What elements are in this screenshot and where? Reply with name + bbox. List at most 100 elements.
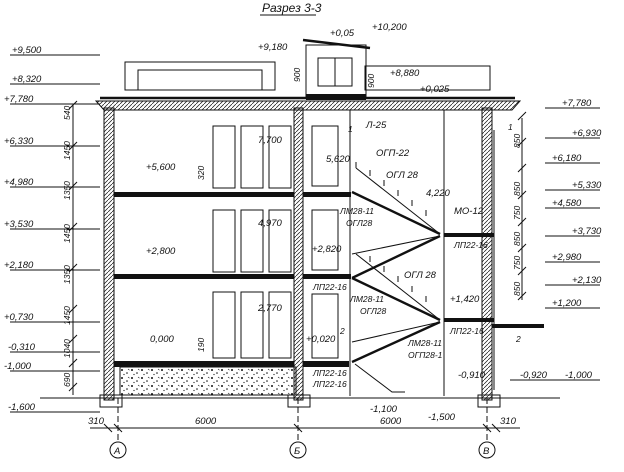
left-mark: +8,320 (12, 74, 42, 85)
left-dim: 690 (62, 373, 72, 387)
left-mark: +7,780 (4, 94, 34, 105)
axis-label-b: Б (294, 446, 300, 457)
bottom-dim: 6000 (195, 416, 217, 427)
inner-mark: 4,220 (426, 188, 450, 199)
left-dim: 540 (62, 106, 72, 120)
inner-dim: 190 (196, 338, 206, 352)
element-label: ЛМ28-11 (349, 294, 384, 304)
right-mark: +3,730 (572, 226, 602, 237)
bottom-dim: 310 (500, 416, 517, 427)
floor-mark: +2,800 (146, 246, 176, 257)
right-dim: 850 (512, 134, 522, 148)
element-label: ОГЛ28 (346, 218, 373, 228)
roof-exit (302, 38, 371, 50)
right-dim: 850 (512, 182, 522, 196)
element-label: МО-12 (454, 206, 484, 217)
cut-marker: 1 (508, 122, 513, 132)
right-mark: +4,580 (552, 198, 582, 209)
left-mark: +6,330 (4, 136, 34, 147)
right-mark: +1,200 (552, 298, 582, 309)
floor-slab-1 (114, 361, 294, 367)
left-mark: -1,000 (4, 361, 32, 372)
section-title: Разрез 3-3 (262, 1, 322, 15)
axis-label-a: А (113, 446, 120, 457)
element-label: ОГП-22 (376, 148, 410, 159)
element-label: ОГЛ28 (360, 306, 387, 316)
inner-mark: +0,020 (306, 334, 336, 345)
left-dim: 1450 (62, 306, 72, 325)
element-label: Л-25 (365, 120, 387, 131)
right-mark: +6,930 (572, 128, 602, 139)
left-dim: 1040 (62, 339, 72, 358)
right-mark: -0,920 (520, 370, 548, 381)
inner-mark: +2,820 (312, 244, 342, 255)
inner-mark: 2,770 (257, 303, 282, 314)
cut-marker: 2 (339, 326, 345, 336)
top-dim: 900 (366, 74, 376, 88)
top-dim: 900 (292, 68, 302, 82)
right-wall (481, 107, 493, 401)
center-wall (293, 107, 304, 401)
right-dim: 850 (512, 282, 522, 296)
element-label: ЛП22-16 (312, 282, 347, 292)
inner-mark: 5,620 (326, 154, 350, 165)
element-label: ЛМ28-11 (407, 338, 442, 348)
left-dim: 1450 (62, 141, 72, 160)
left-dim: 1450 (62, 224, 72, 243)
right-mark: +5,330 (572, 180, 602, 191)
left-mark: -0,310 (8, 342, 36, 353)
element-label: ОГП28-1 (408, 350, 443, 360)
left-wall (103, 107, 115, 401)
floor-mark: 0,000 (150, 334, 174, 345)
top-mark: +8,880 (390, 68, 420, 79)
bottom-dim: 310 (88, 416, 105, 427)
element-label: ЛП22-16 (312, 379, 347, 389)
inner-mark: 4,970 (258, 218, 282, 229)
bottom-mark: -1,100 (370, 404, 398, 415)
right-dim: 750 (512, 206, 522, 220)
doors (212, 125, 339, 359)
right-mark: +2,980 (552, 252, 582, 263)
left-mark: +9,500 (12, 45, 42, 56)
inner-mark: 7,700 (258, 135, 282, 146)
element-label: ЛП22-16 (453, 240, 488, 250)
left-mark: +4,980 (4, 177, 34, 188)
element-label: ЛП22-16 (449, 326, 484, 336)
inner-mark: +1,420 (450, 294, 480, 305)
bottom-dim: 6000 (380, 416, 402, 427)
attic-parapet (124, 61, 276, 91)
left-mark: +3,530 (4, 219, 34, 230)
inner-mark: -0,910 (458, 370, 486, 381)
inner-dim: 320 (196, 166, 206, 180)
left-mark: -1,600 (8, 402, 36, 413)
right-dim: 850 (512, 232, 522, 246)
element-label: ЛМ28-11 (339, 206, 374, 216)
top-mark: +0,025 (420, 84, 450, 95)
bottom-mark: -1,500 (428, 412, 456, 423)
floor-slab-3 (114, 192, 294, 197)
top-mark: +10,200 (372, 22, 407, 33)
left-dim: 1350 (62, 181, 72, 200)
top-mark: +9,180 (258, 42, 288, 53)
ground-fill (119, 366, 297, 396)
cut-marker: 1 (348, 124, 353, 134)
left-mark: +2,180 (4, 260, 34, 271)
element-label: ОГЛ 28 (404, 270, 437, 281)
axis-markers (109, 441, 496, 459)
right-mark: +2,130 (572, 275, 602, 286)
element-label: ЛП22-16 (312, 368, 347, 378)
floor-mark: +5,600 (146, 162, 176, 173)
left-mark: +0,730 (4, 312, 34, 323)
element-label: ОГЛ 28 (386, 170, 419, 181)
right-mark: +6,180 (552, 153, 582, 164)
right-mark: -1,000 (565, 370, 593, 381)
left-dim: 1350 (62, 265, 72, 284)
top-mark: +0,05 (330, 28, 355, 39)
roof-slab (94, 100, 522, 111)
right-mark: +7,780 (562, 98, 592, 109)
cut-marker: 2 (515, 334, 521, 344)
floor-slab-2 (114, 274, 294, 279)
axis-label-v: В (483, 446, 490, 457)
stair-flights (351, 162, 441, 393)
